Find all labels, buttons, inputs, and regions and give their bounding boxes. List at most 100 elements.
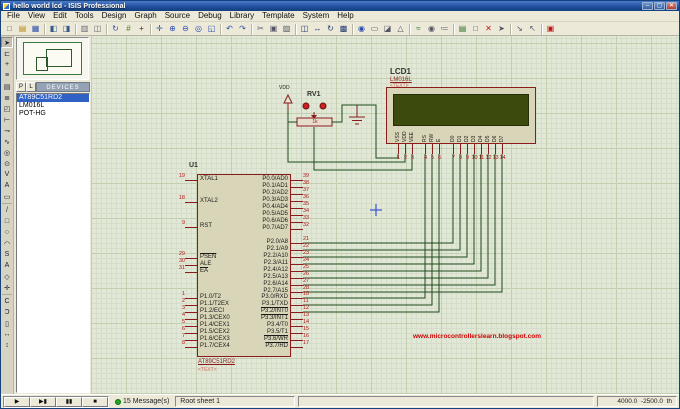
menu-template[interactable]: Template xyxy=(262,11,295,20)
new-sheet-icon[interactable]: □ xyxy=(473,24,478,33)
design-explorer-icon[interactable]: ▤ xyxy=(458,24,467,33)
search-tag-icon[interactable]: ◉ xyxy=(428,24,435,33)
zoom-child-icon[interactable]: ↘ xyxy=(516,24,523,33)
close-button[interactable]: ✕ xyxy=(666,2,677,10)
current-probe-icon[interactable]: A xyxy=(4,182,10,189)
autorouter-icon[interactable]: ≈ xyxy=(416,24,421,33)
menu-debug[interactable]: Debug xyxy=(198,11,222,20)
rotate-cw-icon[interactable]: C xyxy=(4,298,10,305)
block-rotate-icon[interactable]: ↻ xyxy=(327,24,334,33)
redo-icon[interactable]: ↷ xyxy=(239,24,246,33)
wire-label-icon[interactable]: ≡ xyxy=(4,72,10,79)
export-icon[interactable]: ◨ xyxy=(62,24,71,33)
preview-panel[interactable] xyxy=(16,37,89,80)
grid-toggle-icon[interactable]: # xyxy=(126,24,131,33)
title-bar[interactable]: hello world lcd - ISIS Professional – ▢ … xyxy=(1,1,679,11)
tape-recorder-icon[interactable]: ◎ xyxy=(3,149,11,157)
paste-icon[interactable]: ▨ xyxy=(282,24,291,33)
decompose-icon[interactable]: △ xyxy=(397,24,404,33)
menu-library[interactable]: Library xyxy=(229,11,255,20)
zoom-parent-icon[interactable]: ↖ xyxy=(529,24,536,33)
flip-v-icon[interactable]: ↕ xyxy=(5,342,9,349)
mirror-icon[interactable]: ▯ xyxy=(5,320,9,328)
menu-tools[interactable]: Tools xyxy=(74,11,94,20)
print-icon[interactable]: ▥ xyxy=(80,24,89,33)
play-button[interactable]: ▶ xyxy=(4,396,30,407)
device-item-lm016l[interactable]: LM016L xyxy=(19,102,45,109)
device-pin-icon[interactable]: ⊸ xyxy=(4,127,10,135)
menu-graph[interactable]: Graph xyxy=(134,11,157,20)
text-2d-icon[interactable]: A xyxy=(4,262,10,269)
ares-netlist-icon[interactable]: ▣ xyxy=(546,24,555,33)
junction-dot-icon[interactable]: + xyxy=(4,61,10,68)
graph-mode-icon[interactable]: ∿ xyxy=(4,138,10,146)
pot-decrement-button[interactable] xyxy=(302,102,310,110)
terminal-icon[interactable]: ⊢ xyxy=(3,116,11,124)
maximize-button[interactable]: ▢ xyxy=(654,2,665,10)
undo-icon[interactable]: ↶ xyxy=(226,24,233,33)
cut-icon[interactable]: ✂ xyxy=(257,24,264,33)
import-icon[interactable]: ◧ xyxy=(49,24,58,33)
zoom-in-icon[interactable]: ⊕ xyxy=(169,24,176,33)
block-delete-icon[interactable]: ▩ xyxy=(339,24,348,33)
circle-2d-icon[interactable]: ○ xyxy=(4,229,10,236)
virtual-instrument-icon[interactable]: ▭ xyxy=(3,193,11,201)
bus-icon[interactable]: ≣ xyxy=(4,94,10,102)
pause-button[interactable]: ▮▮ xyxy=(56,396,82,407)
origin-icon[interactable]: + xyxy=(139,24,144,33)
goto-sheet-icon[interactable]: ➤ xyxy=(498,24,505,33)
step-button[interactable]: ▶▮ xyxy=(30,396,56,407)
marker-2d-icon[interactable]: ✛ xyxy=(4,284,10,292)
box-2d-icon[interactable]: □ xyxy=(4,218,10,225)
u1-chip[interactable] xyxy=(197,174,291,357)
device-item-pot-hg[interactable]: POT-HG xyxy=(19,110,46,117)
copy-icon[interactable]: ▣ xyxy=(269,24,278,33)
menu-design[interactable]: Design xyxy=(101,11,127,20)
pick-device-icon[interactable]: ◉ xyxy=(358,24,365,33)
flip-h-icon[interactable]: ↔ xyxy=(3,331,11,338)
status-filler xyxy=(298,396,594,407)
zoom-area-icon[interactable]: ◱ xyxy=(207,24,216,33)
new-file-icon[interactable]: □ xyxy=(7,24,12,33)
block-move-icon[interactable]: ↔ xyxy=(313,24,322,33)
message-area[interactable]: 15 Message(s) xyxy=(112,398,172,405)
text-script-icon[interactable]: ▤ xyxy=(3,83,11,91)
path-2d-icon[interactable]: S xyxy=(4,251,10,258)
symbol-2d-icon[interactable]: ◇ xyxy=(4,273,10,281)
selection-mode-icon[interactable]: ➤ xyxy=(1,37,13,48)
lcd-display[interactable] xyxy=(386,87,536,144)
pan-icon[interactable]: ✛ xyxy=(156,24,163,33)
arc-2d-icon[interactable]: ◠ xyxy=(3,240,11,248)
schematic-canvas[interactable]: U1 AT89C51RD2 <TEXT> LCD1 LM016L <TEXT> … xyxy=(91,36,679,394)
stop-button[interactable]: ■ xyxy=(82,396,108,407)
minimize-button[interactable]: – xyxy=(642,2,653,10)
make-device-icon[interactable]: ▭ xyxy=(370,24,379,33)
rotate-ccw-icon[interactable]: Ɔ xyxy=(4,309,10,316)
zoom-all-icon[interactable]: ◎ xyxy=(195,24,202,33)
subcircuit-icon[interactable]: ◰ xyxy=(3,105,11,113)
pot-increment-button[interactable] xyxy=(319,102,327,110)
menu-edit[interactable]: Edit xyxy=(53,11,67,20)
pick-devices-button[interactable]: P xyxy=(16,82,26,92)
mark-area-icon[interactable]: ◫ xyxy=(93,24,102,33)
menu-help[interactable]: Help xyxy=(337,11,354,20)
property-assign-icon[interactable]: ≔ xyxy=(440,24,449,33)
zoom-out-icon[interactable]: ⊖ xyxy=(182,24,189,33)
packaging-icon[interactable]: ◪ xyxy=(383,24,392,33)
device-item-at89c51rd2[interactable]: AT89C51RD2 xyxy=(17,94,89,102)
generator-icon[interactable]: ⊙ xyxy=(4,160,10,168)
block-copy-icon[interactable]: ◫ xyxy=(300,24,309,33)
line-2d-icon[interactable]: / xyxy=(6,207,8,214)
menu-system[interactable]: System xyxy=(302,11,330,20)
voltage-probe-icon[interactable]: V xyxy=(4,171,10,178)
remove-sheet-icon[interactable]: ✕ xyxy=(485,24,492,33)
menu-file[interactable]: File xyxy=(7,11,20,20)
redraw-icon[interactable]: ↻ xyxy=(112,24,119,33)
save-icon[interactable]: ▦ xyxy=(31,24,40,33)
open-folder-icon[interactable]: ▤ xyxy=(18,24,27,33)
menu-view[interactable]: View xyxy=(27,11,46,20)
component-mode-icon[interactable]: ⊏ xyxy=(4,50,10,58)
library-button[interactable]: L xyxy=(26,82,36,92)
menu-source[interactable]: Source xyxy=(164,11,191,20)
